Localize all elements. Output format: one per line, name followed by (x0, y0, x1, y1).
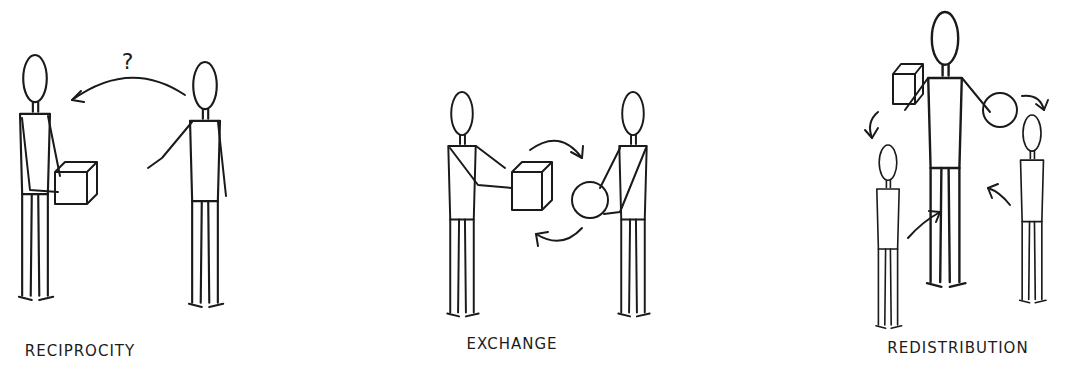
arrow-head (536, 232, 548, 246)
arrow-head (988, 184, 998, 198)
stick-figure (927, 12, 965, 287)
ball (983, 93, 1017, 127)
caption-label: EXCHANGE (467, 336, 558, 353)
stick-figure (1020, 115, 1046, 303)
curved-arrow (536, 228, 582, 241)
stick-figure (19, 55, 53, 300)
stick-figure (189, 62, 223, 307)
arrow-head (72, 91, 84, 102)
caption-label: RECIPROCITY (25, 343, 135, 360)
stick-figure (447, 92, 478, 316)
curved-arrow (530, 141, 582, 158)
curved-arrow (908, 212, 940, 238)
arrow-head (571, 146, 583, 158)
stick-figure (876, 145, 902, 328)
box (893, 64, 923, 104)
box (512, 162, 552, 210)
caption-label: REDISTRIBUTION (887, 340, 1028, 357)
figure-arms (148, 122, 226, 196)
figure-arms (905, 78, 990, 112)
arrow-head (865, 128, 878, 138)
curved-arrow (72, 78, 185, 100)
gift-box (55, 162, 97, 204)
figure-arms (450, 146, 512, 188)
arrow-head (1036, 100, 1048, 110)
arrow-head (929, 211, 940, 222)
arrow-label: ? (122, 50, 135, 74)
ball (572, 182, 608, 218)
